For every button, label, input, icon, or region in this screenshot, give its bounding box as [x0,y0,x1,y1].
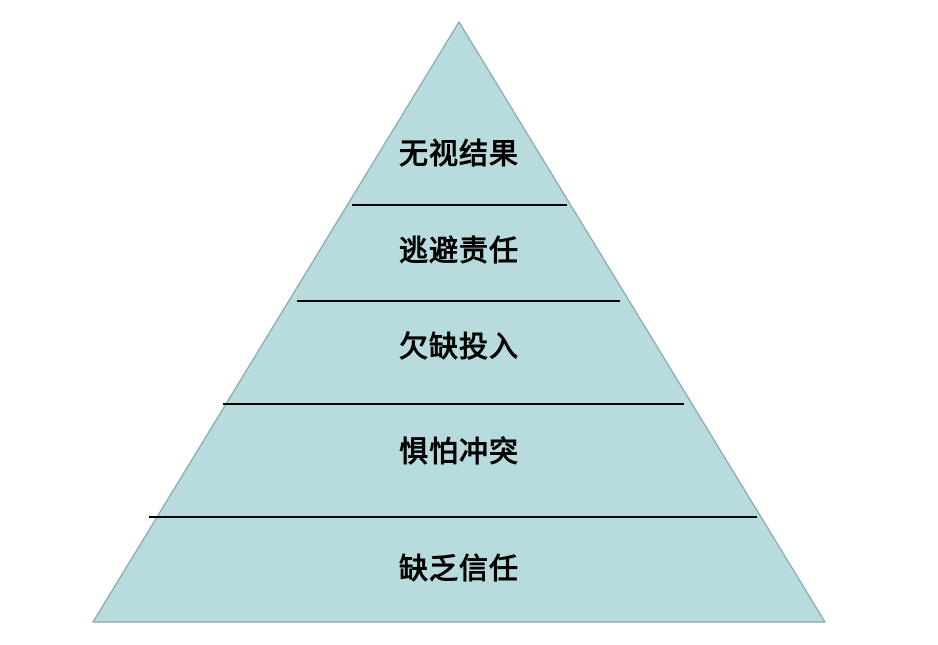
level-label-absence-of-trust: 缺乏信任 [398,553,520,586]
pyramid-triangle [92,21,826,623]
level-label-inattention-to-results: 无视结果 [398,138,520,171]
level-label-lack-of-commitment: 欠缺投入 [398,331,520,364]
level-label-avoidance-of-accountability: 逃避责任 [398,235,520,268]
level-label-fear-of-conflict: 惧怕冲突 [398,436,520,469]
